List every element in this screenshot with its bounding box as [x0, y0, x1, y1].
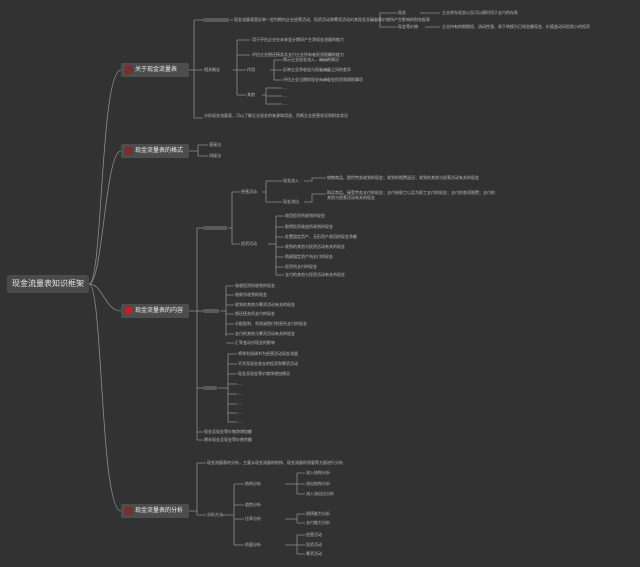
financing-item[interactable]: 借款所收到的现金 [235, 292, 267, 297]
quality-item[interactable]: 投资活动 [306, 542, 322, 547]
branch-label: 关于现金流量表 [135, 66, 178, 73]
financing-item[interactable]: 偿还债务所支付的现金 [235, 311, 275, 316]
role-item[interactable]: 揭示企业现金流入、流出的情况 [283, 57, 339, 62]
placeholder-node [203, 226, 227, 230]
supplement-item[interactable]: … [238, 410, 242, 415]
cash-inflow-note[interactable]: 销售商品、提供劳务收到的现金；收到的税费返还；收到的其他与经营活动有关的现金 [327, 175, 479, 180]
investing-item[interactable]: 投资所支付的现金 [285, 264, 317, 269]
supplement-item[interactable]: 现金及现金等价物净增加情况 [238, 371, 290, 376]
group-methods[interactable]: 分析方法 [207, 512, 223, 517]
investing-item[interactable]: 支付的其他与投资活动有关的现金 [285, 272, 345, 277]
branch-analysis[interactable]: 现金流量表的分析 [121, 504, 189, 518]
investing-item[interactable]: 购建固定资产所支付的现金 [285, 254, 333, 259]
concept-cash[interactable]: 现金 [398, 10, 406, 15]
branch-label: 现金流量表的分析 [135, 507, 184, 514]
total-item[interactable]: 期末现金及现金等价物余额 [204, 437, 252, 442]
quality-item[interactable]: 经营活动 [306, 532, 322, 537]
method-structure[interactable]: 结构分析 [245, 481, 261, 486]
total-item[interactable]: 现金及现金等价物净增加额 [204, 429, 252, 434]
supplement-item[interactable]: … [238, 419, 242, 424]
function-item[interactable]: 评估企业偿还债务及支付企业所有者投资报酬的能力 [252, 52, 344, 57]
concept-equivalent[interactable]: 现金等价物 [398, 24, 418, 29]
investing-item[interactable]: 取得投资收益所收到的现金 [285, 224, 333, 229]
structure-item[interactable]: 流入结构分析 [306, 470, 330, 475]
other-item[interactable]: … [283, 93, 287, 98]
definition-text[interactable]: 现金流量表是反映一定时期内企业经营活动、投资活动和筹资活动对其现金及现金等价物所… [234, 17, 430, 22]
placeholder-node [203, 309, 219, 313]
role-item[interactable]: 评估企业当期的现金与非现金投资和理财事项 [283, 77, 363, 82]
supplement-item[interactable]: … [238, 391, 242, 396]
branch-content[interactable]: 现金流量表的内容 [121, 304, 189, 318]
format-direct[interactable]: 直接法 [209, 142, 221, 147]
group-investing[interactable]: 投资活动 [241, 241, 257, 246]
role-item[interactable]: 反映企业净收益与现金流量之间的差异 [283, 67, 351, 72]
quality-item[interactable]: 筹资活动 [306, 551, 322, 556]
financing-item[interactable]: 分配股利、利润或偿付利息所支付的现金 [235, 321, 307, 326]
financing-item[interactable]: 收到的其他与筹资活动有关的现金 [235, 302, 295, 307]
financing-item[interactable]: 汇率变动对现金的影响 [235, 340, 275, 345]
summary-text[interactable]: 分析现金流量表，可以了解企业现金的来源和用途，判断企业经营状况和财务状况 [204, 113, 348, 118]
branch-label: 现金流量表的格式 [135, 147, 184, 154]
investing-item[interactable]: 收到的其他与投资活动有关的现金 [285, 244, 345, 249]
placeholder-node [203, 18, 229, 22]
branch-about[interactable]: 关于现金流量表 [121, 63, 189, 77]
marker-icon [125, 147, 133, 155]
supplement-item[interactable]: 将净利润调节为经营活动现金流量 [238, 351, 298, 356]
placeholder-node [203, 386, 217, 390]
marker-icon [125, 507, 133, 515]
group-role[interactable]: 作用 [247, 67, 255, 72]
structure-item[interactable]: 流出结构分析 [306, 481, 330, 486]
other-item[interactable]: … [283, 85, 287, 90]
method-trend[interactable]: 趋势分析 [245, 502, 261, 507]
branch-format[interactable]: 现金流量表的格式 [121, 144, 189, 158]
ratio-item[interactable]: 偿债能力分析 [306, 511, 330, 516]
concept-equivalent-note[interactable]: 企业持有的期限短、流动性强、易于转换为已知金额现金、价值变动风险很小的投资 [442, 24, 590, 29]
function-item[interactable]: 用于评估企业在未来会计期间产生净现金流量的能力 [252, 37, 344, 42]
other-item[interactable]: … [283, 101, 287, 106]
supplement-item[interactable]: … [238, 401, 242, 406]
branch-label: 现金流量表的内容 [135, 307, 184, 314]
method-ratio[interactable]: 比率分析 [245, 516, 261, 521]
investing-item[interactable]: 处置固定资产、无形资产收回的现金净额 [285, 234, 357, 239]
group-concepts[interactable]: 相关概念 [204, 67, 220, 72]
priority-icon [125, 307, 133, 315]
analysis-intro[interactable]: 现金流量表的分析，主要从现金流量的结构、现金流量的质量等方面进行分析 [207, 460, 343, 465]
group-operating[interactable]: 经营活动 [241, 189, 257, 194]
financing-item[interactable]: 吸收投资所收到的现金 [235, 283, 275, 288]
structure-item[interactable]: 流入流出比分析 [306, 491, 334, 496]
group-other[interactable]: 其他 [247, 92, 255, 97]
cash-inflow[interactable]: 现金流入 [283, 178, 299, 183]
method-quality[interactable]: 质量分析 [245, 542, 261, 547]
format-indirect[interactable]: 间接法 [209, 153, 221, 158]
cash-outflow[interactable]: 现金流出 [283, 199, 299, 204]
cash-outflow-note[interactable]: 购买商品、接受劳务支付的现金；支付给职工以及为职工支付的现金；支付的各项税费；支… [327, 190, 495, 200]
ratio-item[interactable]: 支付能力分析 [306, 520, 330, 525]
supplement-item[interactable]: 不涉及现金收支的投资和筹资活动 [238, 361, 298, 366]
root-node[interactable]: 现金流量表知识框架 [7, 275, 89, 293]
investing-item[interactable]: 收回投资所收到的现金 [285, 213, 325, 218]
financing-item[interactable]: 支付的其他与筹资活动有关的现金 [235, 331, 295, 336]
concept-cash-note[interactable]: 企业库存现金以及可以随时用于支付的存款 [442, 10, 518, 15]
supplement-item[interactable]: … [238, 381, 242, 386]
marker-icon [125, 66, 133, 74]
